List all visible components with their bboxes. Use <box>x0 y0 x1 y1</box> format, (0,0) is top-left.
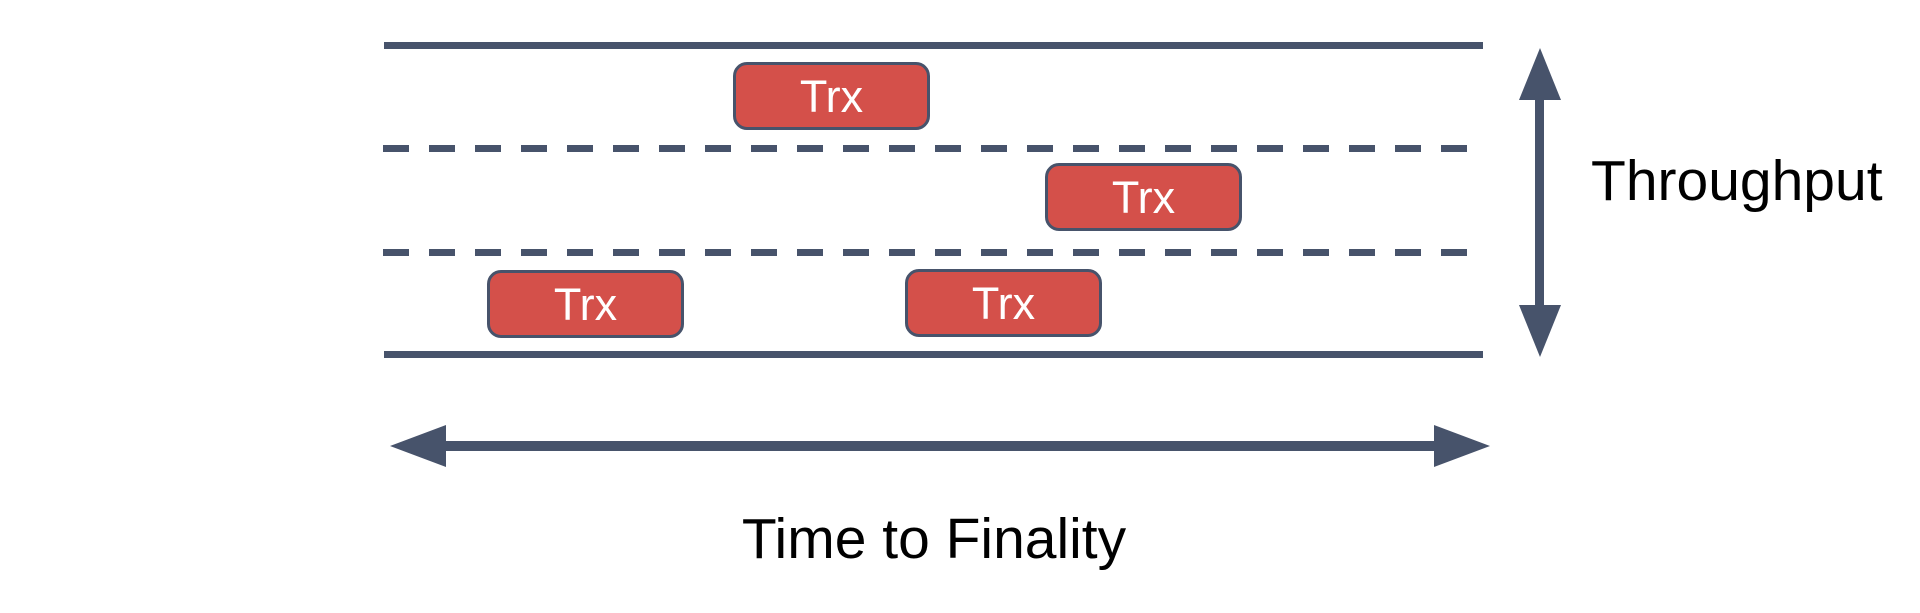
arrow-left-icon <box>390 425 446 467</box>
arrow-right-icon <box>1434 425 1490 467</box>
throughput-axis-arrow <box>1519 48 1561 357</box>
trx-box-label: Trx <box>1111 171 1176 223</box>
trx-box-label: Trx <box>799 70 864 122</box>
horizontal-arrow-shaft <box>438 441 1442 451</box>
trx-box-label: Trx <box>971 277 1036 329</box>
time-to-finality-label: Time to Finality <box>741 507 1127 571</box>
trx-box-lane2: Trx <box>1045 163 1242 231</box>
throughput-label: Throughput <box>1591 149 1883 213</box>
lane-divider-2 <box>383 249 1483 256</box>
vertical-arrow-shaft <box>1535 94 1544 311</box>
trx-box-lane3-right: Trx <box>905 269 1102 337</box>
trx-box-lane1: Trx <box>733 62 930 130</box>
trx-box-lane3-left: Trx <box>487 270 684 338</box>
time-to-finality-axis-arrow <box>390 425 1490 467</box>
arrow-down-icon <box>1519 305 1561 357</box>
road-bottom-line <box>384 351 1483 358</box>
trx-box-label: Trx <box>553 278 618 330</box>
lane-divider-1 <box>383 145 1483 152</box>
arrow-up-icon <box>1519 48 1561 100</box>
road-top-line <box>384 42 1483 49</box>
